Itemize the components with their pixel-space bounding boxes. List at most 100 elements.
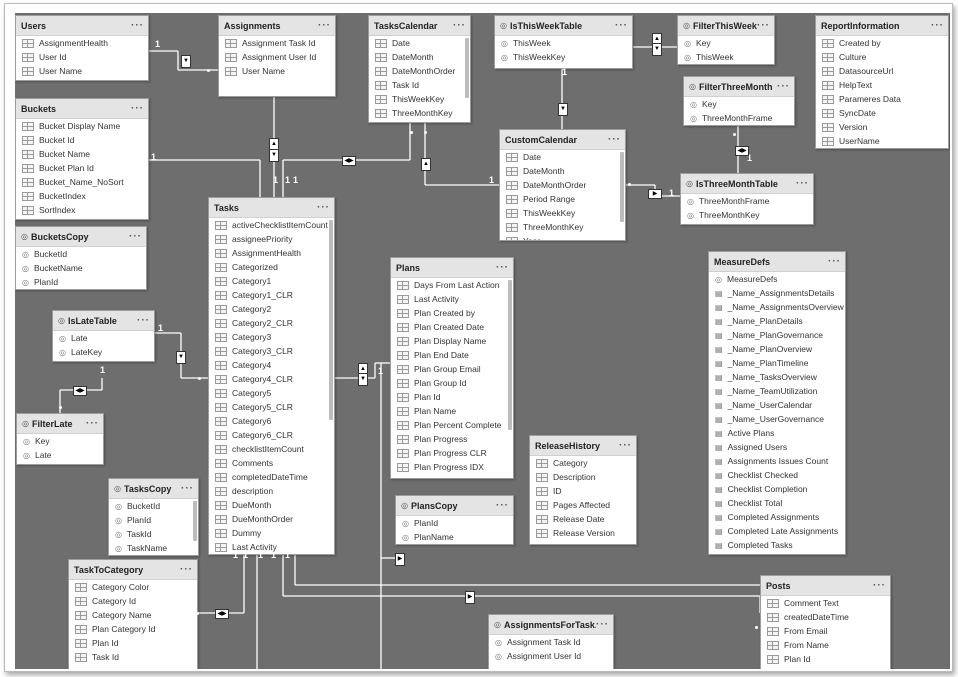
field-row[interactable]: Comment Text — [761, 596, 890, 610]
field-row[interactable]: DueMonth — [209, 498, 334, 512]
field-row[interactable]: Category3 — [209, 330, 334, 344]
field-row[interactable]: createdDateTime — [761, 610, 890, 624]
more-options-icon[interactable]: ··· — [608, 134, 621, 145]
field-row[interactable]: Comments — [209, 456, 334, 470]
more-options-icon[interactable]: ··· — [137, 315, 150, 326]
table-header[interactable]: Users··· — [16, 16, 148, 36]
field-list[interactable]: ◎ThisWeek◎ThisWeekKey — [495, 36, 632, 64]
field-row[interactable]: Dummy — [209, 526, 334, 540]
field-row[interactable]: Plan Id — [391, 390, 513, 404]
field-row[interactable]: Category Id — [69, 594, 197, 608]
table-header[interactable]: Posts··· — [761, 576, 890, 596]
cross-filter-direction-icon[interactable]: ▼ — [358, 373, 368, 386]
field-row[interactable]: ▤Active Plans — [709, 426, 845, 440]
field-row[interactable]: ▤_Name_AssignmentsDetails — [709, 286, 845, 300]
field-list[interactable]: ◎Key◎Late — [17, 434, 103, 462]
field-row[interactable]: Bucket_Name_NoSort — [16, 175, 148, 189]
cross-filter-direction-icon[interactable]: ▼ — [181, 55, 191, 68]
field-row[interactable]: Assignment User Id — [219, 50, 335, 64]
field-row[interactable]: Category2_CLR — [209, 316, 334, 330]
field-row[interactable]: ThreeMonthKey — [500, 220, 625, 234]
field-row[interactable]: ◎Assignment User Id — [489, 649, 613, 663]
table-card-isthreemonthtable[interactable]: ◎IsThreeMonthTable···◎ThreeMonthFrame◎Th… — [680, 173, 814, 225]
field-row[interactable]: AssignmentHealth — [209, 246, 334, 260]
more-options-icon[interactable]: ··· — [777, 81, 790, 92]
field-row[interactable]: ◎ThisWeek — [495, 36, 632, 50]
field-row[interactable]: Plan Display Name — [391, 334, 513, 348]
table-header[interactable]: CustomCalendar··· — [500, 130, 625, 150]
field-row[interactable]: Last Activity — [209, 540, 334, 554]
scrollbar[interactable] — [329, 220, 333, 420]
field-row[interactable]: Category3_CLR — [209, 344, 334, 358]
field-row[interactable]: AssignmentHealth — [16, 36, 148, 50]
field-list[interactable]: ◎PlanId◎PlanName — [396, 516, 513, 544]
more-options-icon[interactable]: ··· — [796, 178, 809, 189]
field-row[interactable]: Created by — [816, 36, 948, 50]
table-header[interactable]: ◎AssignmentsForTask...··· — [489, 615, 613, 635]
field-row[interactable]: ◎TaskName — [109, 541, 198, 555]
more-options-icon[interactable]: ··· — [496, 500, 509, 511]
field-row[interactable]: Assignment Task Id — [219, 36, 335, 50]
field-row[interactable]: ▤Completed Late Assignments — [709, 524, 845, 538]
field-row[interactable]: BucketIndex — [16, 189, 148, 203]
field-row[interactable]: From Email — [761, 624, 890, 638]
field-row[interactable]: ▤_Name_TasksOverview — [709, 370, 845, 384]
field-row[interactable]: ▤_Name_UserGovernance — [709, 412, 845, 426]
field-row[interactable]: Task Id — [369, 78, 470, 92]
more-options-icon[interactable]: ··· — [131, 20, 144, 31]
field-list[interactable]: ◎ThreeMonthFrame◎ThreeMonthKey — [681, 194, 813, 222]
field-row[interactable]: ◎PlanId — [109, 513, 198, 527]
field-row[interactable]: ◎MeasureDefs — [709, 272, 845, 286]
table-header[interactable]: ◎FilterThisWeek··· — [678, 16, 774, 36]
field-row[interactable]: ◎Key — [678, 36, 774, 50]
field-row[interactable]: Date — [369, 36, 470, 50]
cross-filter-direction-icon[interactable]: ◀▶ — [342, 156, 356, 166]
scrollbar[interactable] — [193, 501, 197, 541]
field-row[interactable]: Plan Group Email — [391, 362, 513, 376]
table-card-isthisweektable[interactable]: ◎IsThisWeekTable···◎ThisWeek◎ThisWeekKey — [494, 15, 633, 69]
field-row[interactable]: ◎Assignment Task Id — [489, 635, 613, 649]
field-row[interactable]: ▤_Name_PlanOverview — [709, 342, 845, 356]
more-options-icon[interactable]: ··· — [496, 262, 509, 273]
field-row[interactable]: ▤_Name_PlanDetails — [709, 314, 845, 328]
scrollbar[interactable] — [465, 38, 469, 98]
table-header[interactable]: ReportInformation··· — [816, 16, 948, 36]
table-card-filterthreemonth[interactable]: ◎FilterThreeMonth···◎Key◎ThreeMonthFrame — [683, 76, 795, 126]
field-row[interactable]: DatasourceUrl — [816, 64, 948, 78]
field-row[interactable]: ◎ThreeMonthFrame — [684, 111, 794, 125]
field-row[interactable]: Category1 — [209, 274, 334, 288]
field-row[interactable]: ThisWeekKey — [369, 92, 470, 106]
table-header[interactable]: Tasks··· — [209, 198, 334, 218]
field-row[interactable]: Days From Last Action — [391, 278, 513, 292]
field-row[interactable]: ◎PlanId — [16, 275, 146, 289]
field-row[interactable]: ▤Assignments Issues Count — [709, 454, 845, 468]
field-row[interactable]: ▤_Name_AssignmentsOverview — [709, 300, 845, 314]
field-row[interactable]: Plan Id — [761, 652, 890, 666]
field-row[interactable]: ▤_Name_PlanTimeline — [709, 356, 845, 370]
more-options-icon[interactable]: ··· — [453, 20, 466, 31]
field-row[interactable]: DateMonth — [369, 50, 470, 64]
cross-filter-direction-icon[interactable]: ▼ — [269, 149, 279, 162]
table-card-measuredefs[interactable]: MeasureDefs···◎MeasureDefs▤_Name_Assignm… — [708, 251, 846, 555]
field-row[interactable]: ID — [530, 484, 636, 498]
field-row[interactable]: Plan End Date — [391, 348, 513, 362]
field-row[interactable]: ◎Late — [17, 448, 103, 462]
field-row[interactable]: checklistItemCount — [209, 442, 334, 456]
more-options-icon[interactable]: ··· — [318, 20, 331, 31]
table-header[interactable]: MeasureDefs··· — [709, 252, 845, 272]
more-options-icon[interactable]: ··· — [181, 483, 194, 494]
field-row[interactable]: ▤Checklist Completion — [709, 482, 845, 496]
field-row[interactable]: Last Activity — [391, 292, 513, 306]
field-row[interactable]: Period Range — [500, 192, 625, 206]
field-row[interactable]: DateMonthOrder — [500, 178, 625, 192]
field-row[interactable]: Pages Affected — [530, 498, 636, 512]
field-row[interactable]: ◎LateKey — [53, 345, 154, 359]
more-options-icon[interactable]: ··· — [619, 440, 632, 451]
